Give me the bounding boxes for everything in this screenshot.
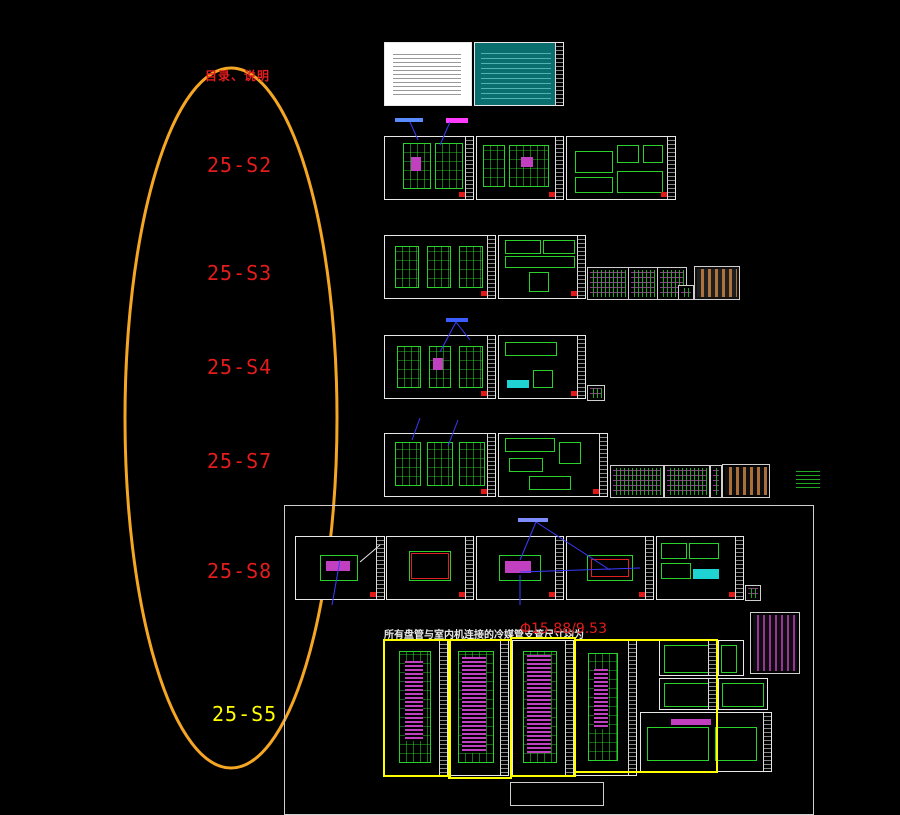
drawing-sheet-s8-6[interactable] [745,585,761,601]
pipe-note-title: 所有盘管与室内机连接的冷媒管支管尺寸均为 [384,630,584,641]
drawing-sheet-s8-2[interactable] [386,536,474,600]
pipe-note-size: Φ15.88/9.53 [520,621,607,637]
highlight-box-3 [510,637,576,777]
drawing-sheet-notes[interactable] [474,42,564,106]
drawing-sheet-s5-10[interactable] [750,612,800,674]
plan-tag-1 [395,118,423,122]
drawing-sheet-s2-3[interactable] [566,136,676,200]
label-25-s4: 25-S4 [207,355,273,379]
drawing-sheet-s5-2[interactable] [449,640,509,776]
drawing-sheet-s5-4[interactable] [575,640,637,776]
drawing-sheet-s3-7[interactable] [694,266,740,300]
drawing-sheet-s5-8[interactable] [718,678,768,710]
s4-leader-tag [446,318,468,322]
highlight-box-1 [383,639,451,777]
s8-top-tag [518,518,548,522]
drawing-sheet-s7-1[interactable] [384,433,496,497]
drawing-sheet-s5-1[interactable] [384,640,448,776]
drawing-sheet-s2-2[interactable] [476,136,564,200]
drawing-sheet-s3-1[interactable] [384,235,496,299]
drawing-sheet-s4-1[interactable] [384,335,496,399]
label-25-s5: 25-S5 [212,702,278,726]
label-25-s2: 25-S2 [207,153,273,177]
label-25-s7: 25-S7 [207,449,273,473]
plan-tag-2 [446,118,468,123]
drawing-sheet-s8-5[interactable] [656,536,744,600]
drawing-sheet-s7-6[interactable] [722,464,770,498]
drawing-sheet-s3-6[interactable] [678,285,694,300]
drawing-sheet-s8-1[interactable] [295,536,385,600]
legend-snippet [796,468,820,488]
label-25-s8: 25-S8 [207,559,273,583]
drawing-sheet-s5-9[interactable] [640,712,772,772]
drawing-sheet-s5-11[interactable] [510,782,604,806]
drawing-sheet-s5-7[interactable] [659,678,717,710]
drawing-sheet-s5-5[interactable] [659,640,717,676]
drawing-sheet-s4-3[interactable] [587,385,605,401]
drawing-sheet-s7-4[interactable] [664,465,710,498]
drawing-sheet-s5-3[interactable] [512,640,574,776]
drawing-sheet-s7-5[interactable] [710,465,722,498]
label-contents: 目录、说明 [205,69,271,83]
drawing-sheet-s2-1[interactable] [384,136,474,200]
drawing-sheet-s4-2[interactable] [498,335,586,399]
highlight-box-2 [448,639,512,779]
highlight-box-4 [574,639,718,773]
label-25-s3: 25-S3 [207,261,273,285]
drawing-sheet-s3-3[interactable] [587,267,629,300]
drawing-sheet-s3-2[interactable] [498,235,586,299]
drawing-sheet-s5-6[interactable] [718,640,744,676]
drawing-sheet-s7-2[interactable] [498,433,608,497]
drawing-sheet-s7-3[interactable] [610,465,664,498]
drawing-sheet-contents-list[interactable] [384,42,472,106]
